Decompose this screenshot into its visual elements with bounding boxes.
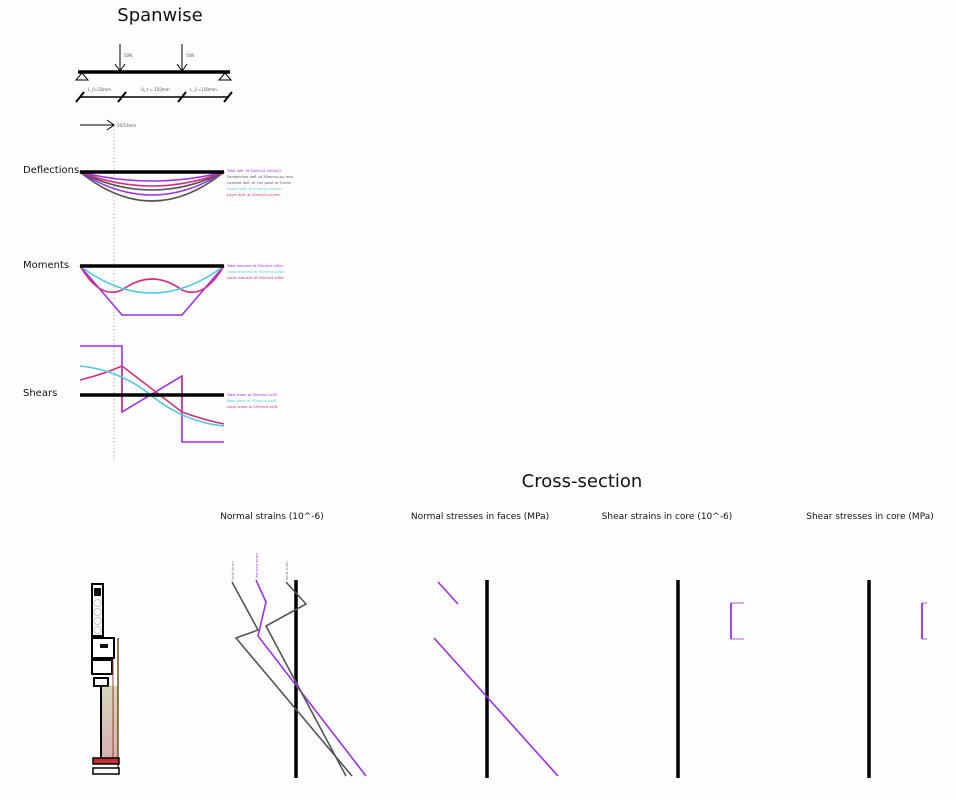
header-normal-strains: Normal strains (10^-6)	[220, 512, 324, 522]
shears-legend-item: Total shear at 50mm/x.xx/N	[226, 393, 277, 397]
deflections-legend-item: Layered defl. at 1m/ point of 51mm	[227, 181, 291, 185]
normal-stresses-plot	[433, 580, 559, 778]
row-label-moments: Moments	[23, 260, 69, 271]
shears-legend-item: Local shear at 50mm/x.xx/N	[227, 405, 278, 409]
shears-legend: Total shear at 50mm/x.xx/N Web shear at …	[226, 393, 278, 409]
strain-label: total strain	[231, 561, 235, 580]
deflections-plot: Total defl. at 50mm/2.34mm/2 Sandwiches …	[79, 169, 293, 202]
shears-plot: Total shear at 50mm/x.xx/N Web shear at …	[79, 345, 278, 443]
strain-label: bending strain	[255, 553, 259, 578]
cross-section-title: Cross-section	[522, 471, 643, 492]
header-shear-strains: Shear strains in core (10^-6)	[602, 512, 733, 522]
dim-right-label: L_3 =100mm	[190, 87, 217, 92]
header-normal-stresses: Normal stresses in faces (MPa)	[411, 512, 549, 522]
deflections-legend-item: Layer defl. at 50mm/x.xx/mm	[227, 193, 281, 197]
deflections-legend-item: Linear defl. at 50mm/x.xx/mm	[227, 187, 282, 191]
shear-stresses-plot	[867, 580, 927, 778]
strain-label: axial strain	[285, 561, 289, 580]
load-left-label: 50N	[124, 53, 132, 58]
moments-legend: Total moment at 50mm/x.x/Nm Cross moment…	[226, 264, 285, 280]
row-label-deflections: Deflections	[23, 165, 79, 176]
cross-section-shape	[91, 583, 120, 775]
deflections-legend-item: Sandwiches defl. at 50mm/x.xx/ mm	[227, 175, 293, 179]
normal-strains-plot: total strain bending strain axial strain	[231, 553, 367, 778]
moments-legend-item: Total moment at 50mm/x.x/Nm	[226, 264, 284, 268]
moments-legend-item: Local moment at 50mm/x.x/Nm	[227, 276, 285, 280]
header-shear-stresses: Shear stresses in core (MPa)	[806, 512, 934, 522]
probe-label: 50/53mm	[117, 123, 136, 128]
spanwise-title: Spanwise	[117, 5, 202, 26]
load-right-label: 50N	[186, 53, 194, 58]
shear-strains-plot	[676, 580, 744, 778]
shears-legend-item: Web shear at 50mm/x.xx/N	[227, 399, 276, 403]
beam-diagram: 50N 50N L_0=50mm (L_t = 150mm L_3 =100mm…	[74, 44, 233, 460]
deflections-legend: Total defl. at 50mm/2.34mm/2 Sandwiches …	[226, 169, 293, 197]
moments-plot: Total moment at 50mm/x.x/Nm Cross moment…	[79, 264, 285, 316]
row-label-shears: Shears	[23, 388, 57, 399]
moments-legend-item: Cross moment at 50mm/x.x/Nm	[227, 270, 285, 274]
dim-left-label: L_0=50mm	[88, 87, 111, 92]
deflections-legend-item: Total defl. at 50mm/2.34mm/2	[226, 169, 282, 173]
dim-mid-label: (L_t = 150mm	[141, 87, 170, 92]
